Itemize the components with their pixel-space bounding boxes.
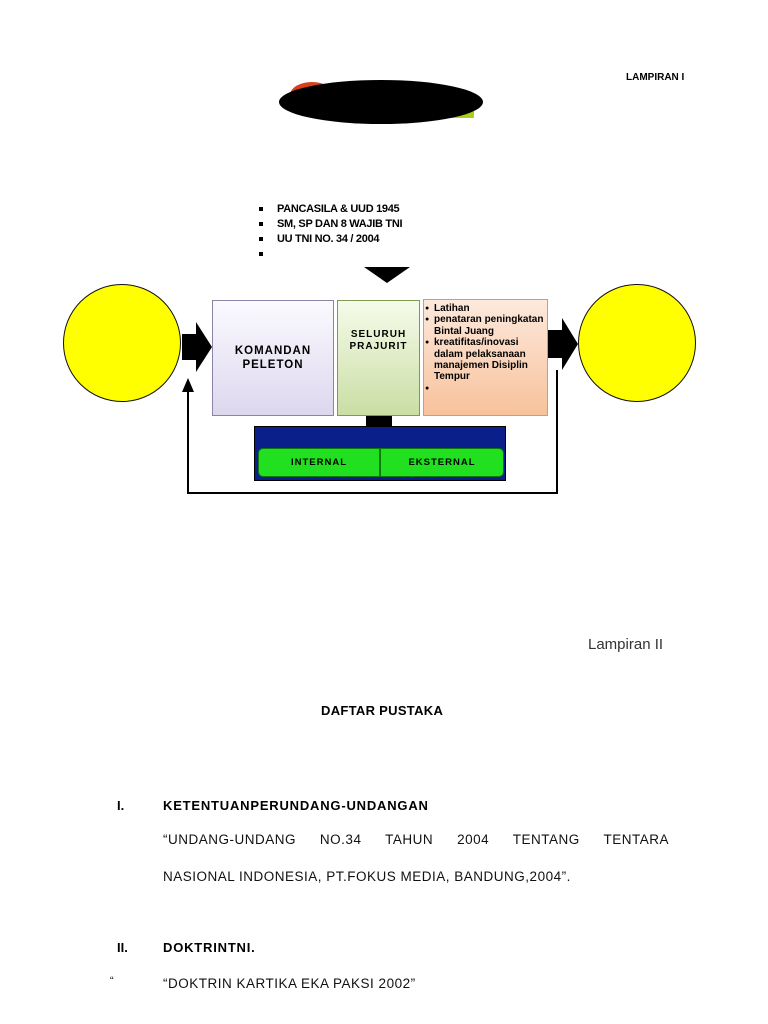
right-arrow-icon xyxy=(182,322,212,372)
box-komandan-line: KOMANDAN xyxy=(234,345,312,357)
box-komandan-peleton: KOMANDAN PELETON xyxy=(212,300,334,416)
input-circle xyxy=(63,284,181,402)
box-prajurit-line: PRAJURIT xyxy=(349,341,408,352)
input-item xyxy=(258,247,402,262)
lampiran-1-label: LAMPIRAN I xyxy=(626,72,685,83)
down-arrow-icon xyxy=(364,267,410,283)
box-latihan: Latihan penataran peningkatan Bintal Jua… xyxy=(423,299,548,416)
input-item: SM, SP DAN 8 WAJIB TNI xyxy=(258,217,403,232)
black-ellipse xyxy=(279,80,483,124)
reference-line: “DOKTRIN KARTIKA EKA PAKSI 2002” xyxy=(163,976,416,991)
page-title: DAFTAR PUSTAKA xyxy=(321,703,444,718)
eksternal-box: EKSTERNAL xyxy=(380,448,504,477)
input-item: UU TNI NO. 34 / 2004 xyxy=(258,232,402,247)
box-komandan-line: PELETON xyxy=(242,359,304,371)
box-prajurit-line: SELURUH xyxy=(350,329,407,340)
internal-box: INTERNAL xyxy=(258,448,380,477)
section-number: I. xyxy=(117,798,125,813)
latihan-item: Latihan xyxy=(425,303,545,315)
quote-mark: “ xyxy=(110,975,115,987)
lampiran-2-label: Lampiran II xyxy=(588,636,664,653)
reference-line: NASIONAL INDONESIA, PT.FOKUS MEDIA, BAND… xyxy=(163,869,571,884)
section-number: II. xyxy=(117,940,128,955)
right-arrow-icon xyxy=(546,318,578,370)
input-list: PANCASILA & UUD 1945 SM, SP DAN 8 WAJIB … xyxy=(258,202,403,262)
section-title: DOKTRINTNI. xyxy=(163,940,256,955)
section-title: KETENTUANPERUNDANG-UNDANGAN xyxy=(163,798,429,813)
input-item: PANCASILA & UUD 1945 xyxy=(258,202,402,217)
latihan-item: penataran peningkatan Bintal Juang xyxy=(425,314,545,337)
latihan-item: kreatifitas/inovasi dalam pelaksanaan ma… xyxy=(425,337,545,383)
reference-line: “UNDANG-UNDANG NO.34 TAHUN 2004 TENTANG … xyxy=(163,832,669,847)
output-circle xyxy=(578,284,696,402)
box-seluruh-prajurit: SELURUH PRAJURIT xyxy=(337,300,420,416)
